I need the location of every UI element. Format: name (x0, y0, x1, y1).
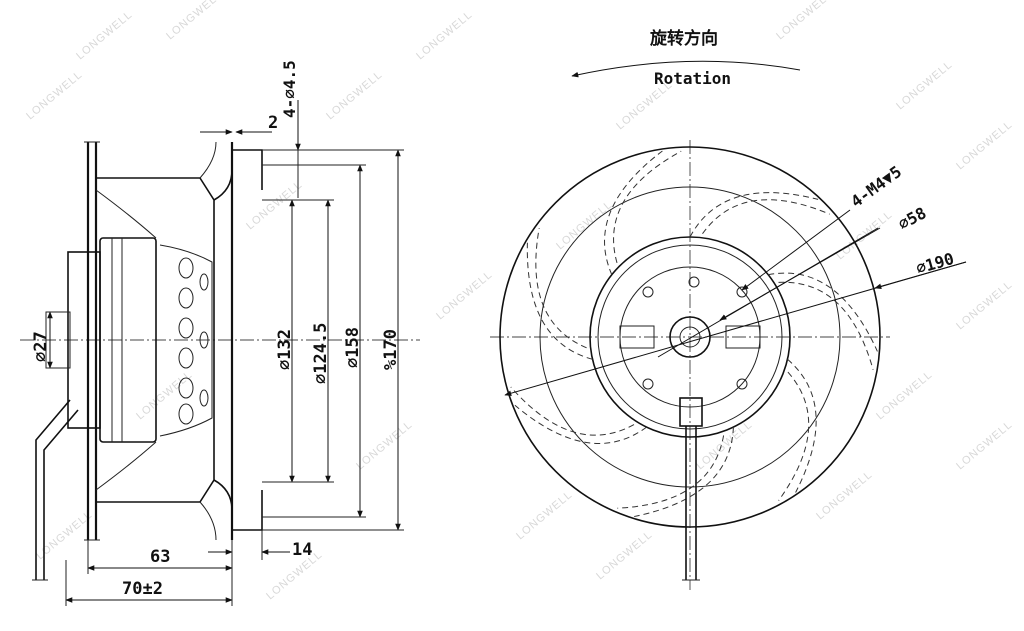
dim-hole: 4-⌀4.5 (280, 60, 299, 118)
impeller-blades (159, 244, 213, 437)
shaft-circle (669, 316, 711, 358)
watermark-text: LONGWELL (894, 59, 955, 113)
blade-curve (604, 150, 663, 275)
dim-14: 14 (292, 540, 312, 560)
watermark-text: LONGWELL (414, 9, 475, 63)
dim-d58: ⌀58 (895, 203, 929, 233)
blade-curve-inner (778, 281, 874, 370)
blade-curve-inner (617, 435, 725, 509)
blade-curve (787, 358, 817, 493)
dim-m4: 4-M4▼5 (847, 162, 905, 211)
dim-d124-5: ⌀124.5 (311, 323, 331, 384)
rotation-arrow (571, 60, 801, 78)
motor-housing (99, 237, 157, 443)
mounting-holes (642, 276, 748, 390)
side-view: ⌀27 ⌀132 ⌀124.5 ⌀158 %170 4-⌀4.5 2 63 14… (20, 60, 420, 606)
watermark-text: LONGWELL (694, 419, 755, 473)
rear-flange (86, 142, 98, 540)
watermark-text: LONGWELL (954, 119, 1015, 173)
dim-d190: ⌀190 (914, 249, 956, 278)
watermark-text: LONGWELL (164, 0, 225, 42)
watermark-text: LONGWELL (24, 69, 85, 123)
blade-curve-inner (613, 150, 682, 264)
rotation-label-en: Rotation (654, 69, 731, 88)
dim-d132: ⌀132 (275, 329, 295, 370)
watermark-text: LONGWELL (74, 9, 135, 63)
shaft-hub (45, 311, 71, 369)
watermark-text: LONGWELL (774, 0, 835, 42)
blade-curve-inner (778, 371, 810, 501)
dim-63: 63 (150, 547, 170, 567)
blade-curve (689, 192, 819, 238)
shroud (96, 177, 215, 503)
vertical-dimensions (47, 100, 404, 531)
watermark-text: LONGWELL (594, 529, 655, 583)
watermark-text: LONGWELL (134, 369, 195, 423)
dim-2: 2 (268, 113, 278, 133)
cable-gland (679, 397, 703, 427)
dim-d170: %170 (381, 329, 401, 370)
blade-curve (526, 242, 593, 360)
horizontal-dimensions (65, 530, 290, 606)
watermark-text: LONGWELL (324, 69, 385, 123)
blade-curve-inner (510, 386, 635, 436)
watermark-text: LONGWELL (354, 419, 415, 473)
watermark-text: LONGWELL (244, 179, 305, 233)
blade-curve (768, 272, 878, 352)
hub-slot-left (619, 325, 655, 349)
watermark-text: LONGWELL (434, 269, 495, 323)
dim-70: 70±2 (122, 579, 163, 599)
front-cable (685, 426, 697, 580)
watermark-layer: LONGWELL LONGWELL LONGWELL LONGWELL LONGWELL… (24, 0, 1015, 602)
watermark-text: LONGWELL (954, 419, 1015, 473)
watermark-text: LONGWELL (874, 369, 935, 423)
inlet-circle (539, 186, 841, 488)
impeller-blades-front (510, 150, 878, 517)
blade-curve (634, 427, 734, 517)
dim-d158: ⌀158 (343, 327, 363, 368)
watermark-text: LONGWELL (814, 469, 875, 523)
blade-curve-inner (535, 228, 587, 349)
watermark-text: LONGWELL (954, 279, 1015, 333)
outer-ring (499, 146, 881, 528)
watermark-text: LONGWELL (514, 489, 575, 543)
blade-curve-inner (702, 199, 830, 234)
rotation-label-cn: 旋转方向 (649, 28, 718, 49)
cable (35, 399, 79, 580)
dim-d27: ⌀27 (31, 331, 51, 362)
blade-curve (514, 404, 647, 444)
